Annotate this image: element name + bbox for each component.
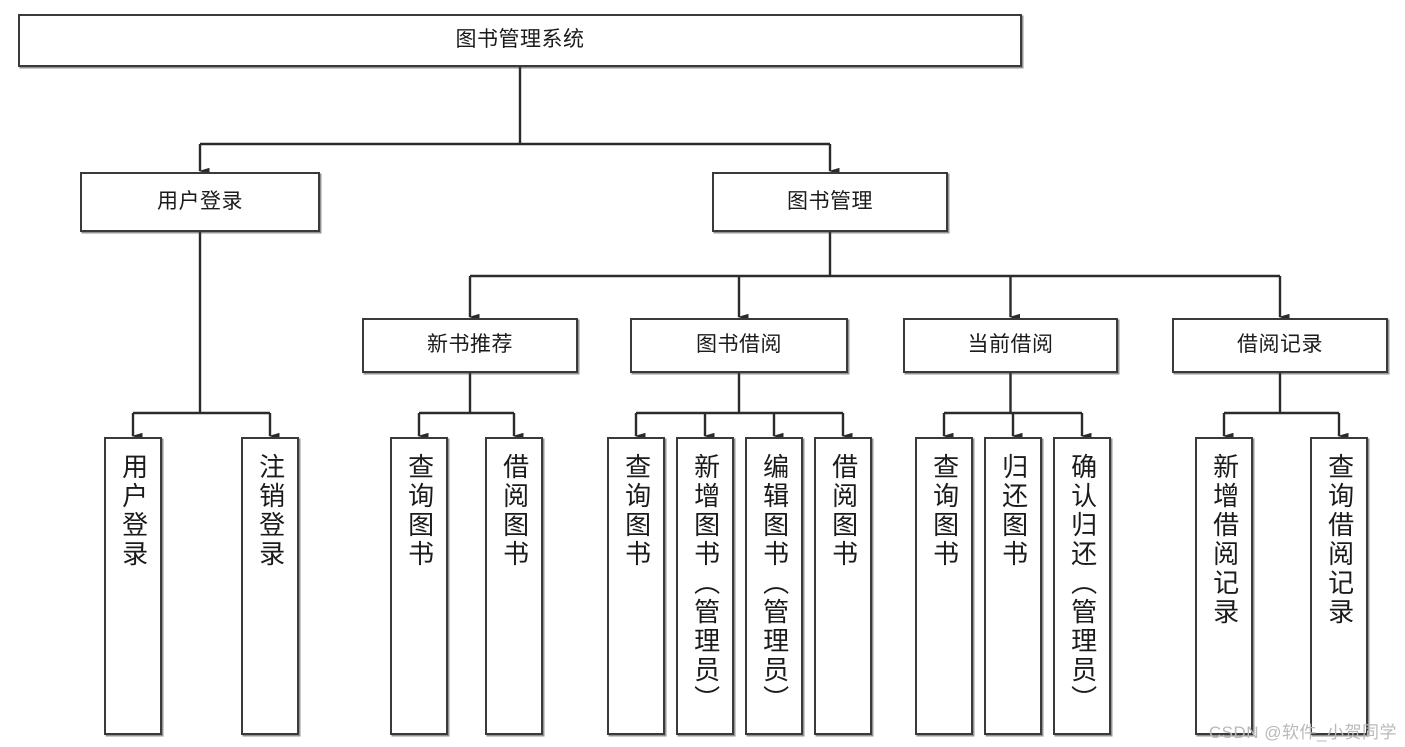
- node-leaf-add-record: 新增借阅记录: [1195, 437, 1253, 735]
- node-book-borrow: 图书借阅: [630, 318, 848, 373]
- node-label: 图书借阅: [696, 333, 782, 357]
- node-leaf-query-book-3: 查询图书: [915, 437, 973, 735]
- node-leaf-user-logout: 注销登录: [241, 437, 299, 735]
- node-current-borrow: 当前借阅: [903, 318, 1118, 373]
- node-leaf-edit-book: 编辑图书（管理员）: [745, 437, 803, 735]
- node-label: 借阅记录: [1237, 333, 1323, 357]
- node-leaf-query-book-2: 查询图书: [607, 437, 665, 735]
- node-label: 查询借阅记录: [1324, 453, 1355, 627]
- node-label: 新增借阅记录: [1209, 453, 1240, 627]
- node-new-book-rec: 新书推荐: [362, 318, 578, 373]
- node-label: 查询图书: [621, 453, 652, 569]
- node-leaf-borrow-book-1: 借阅图书: [485, 437, 543, 735]
- node-leaf-query-record: 查询借阅记录: [1310, 437, 1368, 735]
- watermark-credit: CSDN @软件_小贺同学: [1208, 723, 1397, 742]
- node-label: 借阅图书: [828, 453, 859, 569]
- node-label: 新书推荐: [427, 333, 513, 357]
- node-leaf-confirm-return: 确认归还（管理员）: [1053, 437, 1111, 735]
- node-label: 归还图书: [998, 453, 1029, 569]
- node-label: 查询图书: [929, 453, 960, 569]
- node-label: 用户登录: [118, 453, 149, 569]
- node-label: 查询图书: [404, 453, 435, 569]
- node-label: 编辑图书（管理员）: [759, 453, 790, 714]
- edge-group: [131, 67, 1349, 440]
- node-borrow-record: 借阅记录: [1172, 318, 1388, 373]
- node-leaf-query-book-1: 查询图书: [390, 437, 448, 735]
- node-leaf-add-book: 新增图书（管理员）: [676, 437, 734, 735]
- node-label: 借阅图书: [499, 453, 530, 569]
- node-book-manage: 图书管理: [712, 172, 948, 232]
- node-label: 图书管理: [787, 189, 873, 213]
- node-leaf-return-book: 归还图书: [984, 437, 1042, 735]
- node-label: 新增图书（管理员）: [690, 453, 721, 714]
- node-user-login: 用户登录: [80, 172, 320, 232]
- node-leaf-user-login: 用户登录: [104, 437, 162, 735]
- node-label: 注销登录: [255, 453, 286, 569]
- node-label: 确认归还（管理员）: [1067, 453, 1098, 714]
- node-label: 当前借阅: [967, 333, 1054, 357]
- node-leaf-borrow-book-2: 借阅图书: [814, 437, 872, 735]
- node-root: 图书管理系统: [18, 14, 1022, 67]
- node-label: 图书管理系统: [455, 28, 585, 52]
- node-label: 用户登录: [157, 189, 243, 213]
